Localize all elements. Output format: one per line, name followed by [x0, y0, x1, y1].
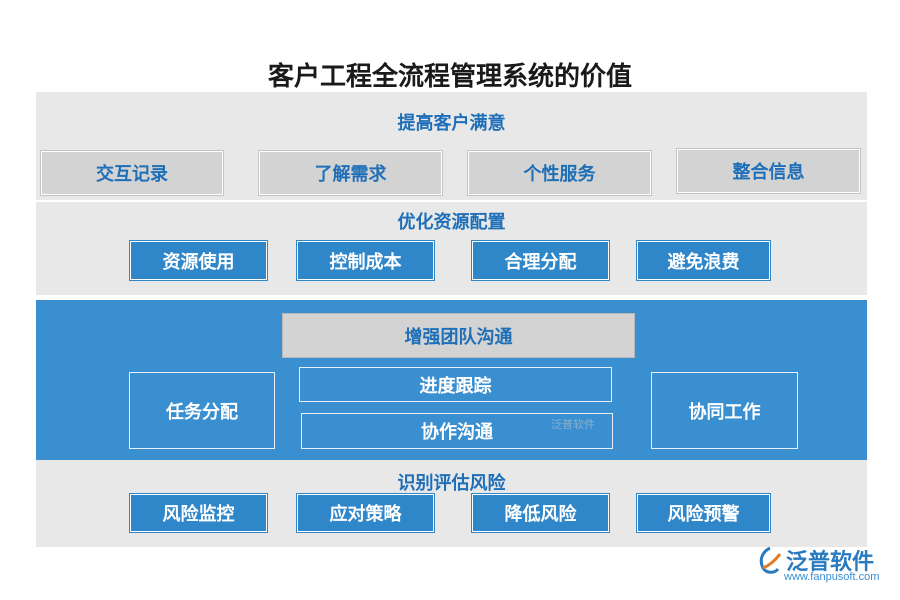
resources-item: 控制成本 — [296, 240, 435, 281]
satisfaction-item: 了解需求 — [258, 150, 443, 196]
satisfaction-heading: 提高客户满意 — [397, 113, 506, 134]
resources-item: 合理分配 — [471, 240, 610, 281]
team-center-bottom-box: 协作沟通 — [301, 413, 613, 449]
team-center-top-box: 进度跟踪 — [299, 367, 612, 402]
brand-name: 泛普软件 — [786, 550, 875, 575]
brand-icon — [759, 546, 782, 574]
brand-logo: 泛普软件 www.fanpusoft.com — [756, 544, 886, 586]
risk-heading: 识别评估风险 — [397, 473, 506, 494]
team-heading: 增强团队沟通 — [282, 313, 635, 358]
risk-item: 风险预警 — [636, 493, 771, 533]
watermark-text: 泛普软件 — [551, 418, 595, 431]
risk-item: 应对策略 — [296, 493, 435, 533]
brand-url: www.fanpusoft.com — [784, 571, 880, 583]
satisfaction-item: 个性服务 — [467, 150, 652, 196]
resources-item: 资源使用 — [129, 240, 268, 281]
diagram-title: 客户工程全流程管理系统的价值 — [267, 62, 632, 92]
resources-item: 避免浪费 — [636, 240, 771, 281]
team-right-box: 协同工作 — [651, 372, 798, 449]
satisfaction-item: 整合信息 — [676, 148, 861, 194]
resources-heading: 优化资源配置 — [397, 212, 506, 233]
satisfaction-item: 交互记录 — [40, 150, 224, 196]
team-left-box: 任务分配 — [129, 372, 275, 449]
risk-item: 降低风险 — [471, 493, 610, 533]
risk-item: 风险监控 — [129, 493, 268, 533]
